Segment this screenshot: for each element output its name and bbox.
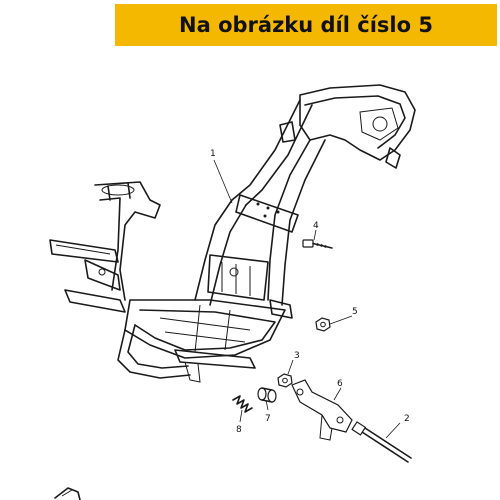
callout-2: 2 [404,414,410,424]
frame-drawing [49,84,416,383]
part-spring-8 [232,395,253,413]
part-bolt-4 [302,239,333,249]
leader-lines [213,159,401,439]
callout-5: 5 [352,307,358,317]
callout-4: 4 [313,221,319,231]
callout-1: 1 [210,149,216,159]
banner-text: Na obrázku díl číslo 5 [179,13,433,37]
partial-fragment [54,487,81,500]
callout-8: 8 [236,425,242,435]
title-banner: Na obrázku díl číslo 5 [115,4,497,46]
part-nut-5 [315,317,331,332]
part-collar-7 [257,387,277,403]
callout-3: 3 [294,351,300,361]
part-bolt-2 [351,421,412,463]
part-nut-3 [277,373,293,388]
part-bracket-6 [291,379,353,441]
callout-6: 6 [337,379,343,389]
callout-7: 7 [265,414,271,424]
